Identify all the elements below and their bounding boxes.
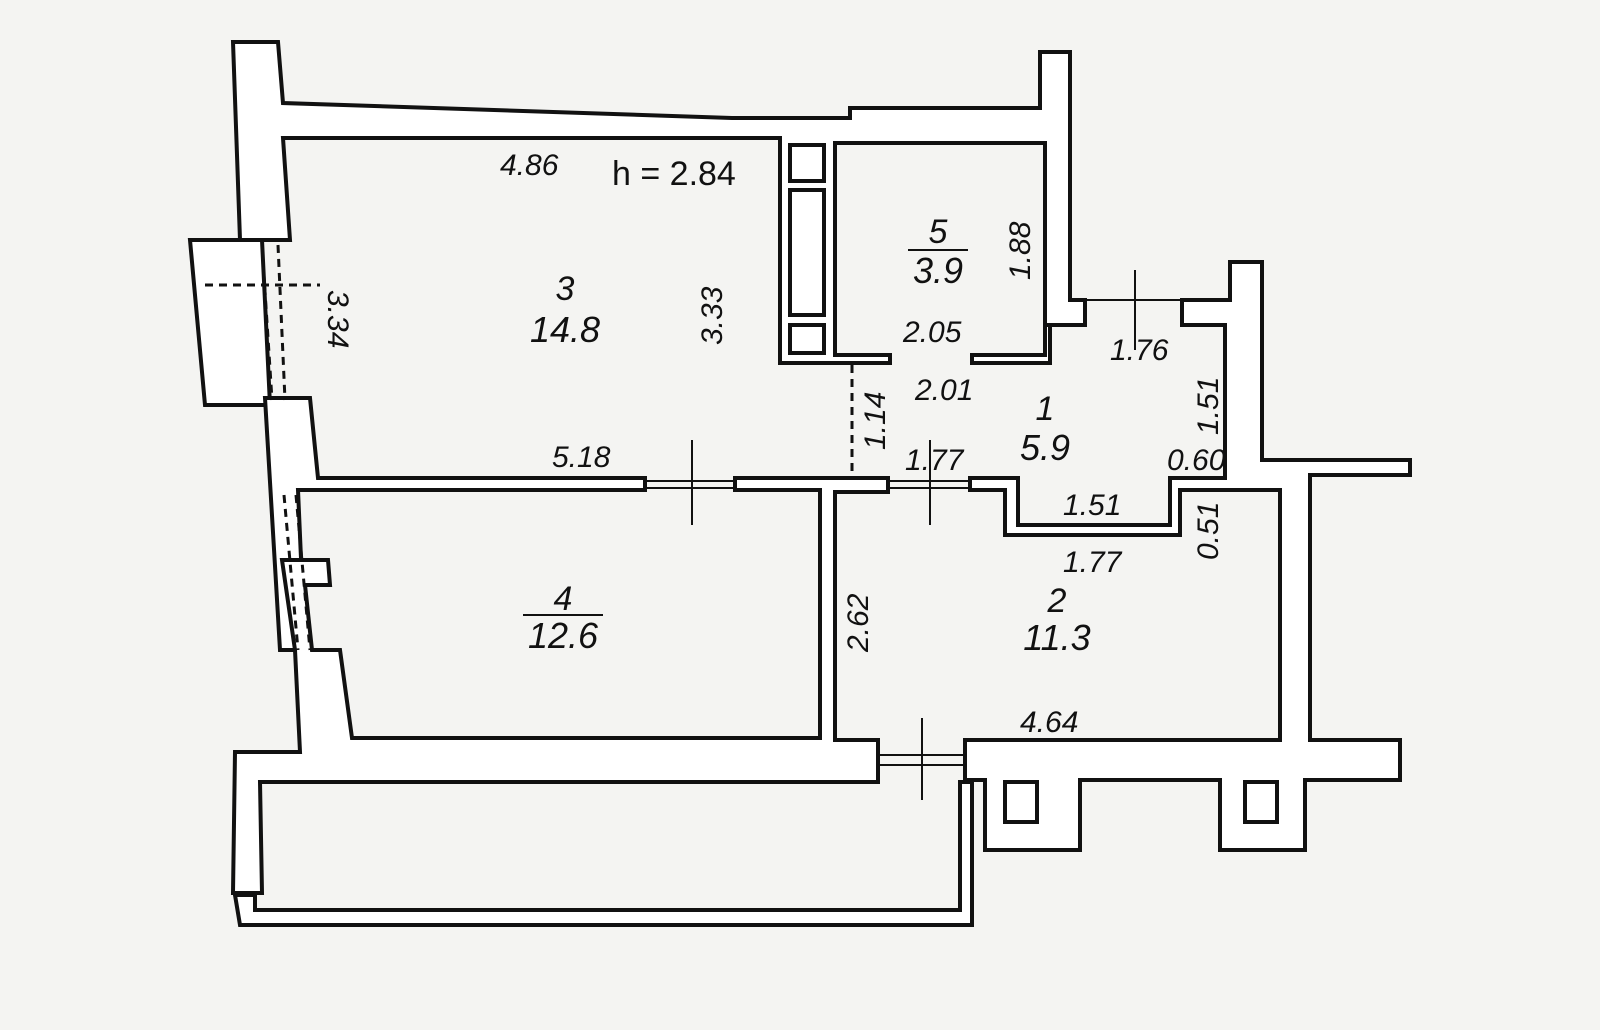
shaft-lower: [788, 323, 826, 355]
dim-hall-top: 2.01: [914, 374, 973, 407]
balcony: [232, 780, 974, 927]
dim-room5-width: 2.05: [902, 316, 962, 349]
dim-room1-step: 0.60: [1167, 444, 1226, 477]
room5-box-walls: [970, 323, 1052, 365]
dim-hall-side: 1.14: [859, 392, 892, 450]
room-5-number: 5: [929, 213, 948, 251]
dim-niche-outer: 1.77: [1063, 546, 1123, 579]
dim-room1-right: 1.51: [1192, 377, 1225, 435]
walls: [187, 40, 1412, 927]
room-2-area: 11.3: [1023, 617, 1090, 658]
dim-room3-width: 4.86: [500, 149, 559, 182]
column-left: [1003, 780, 1039, 824]
column-right: [1243, 780, 1279, 824]
dim-niche-side: 0.51: [1192, 502, 1225, 560]
dim-hall-bottom: 1.77: [905, 444, 965, 477]
room-4-area: 12.6: [528, 615, 599, 656]
left-wall-middle: [262, 396, 647, 652]
openings: [205, 244, 1182, 800]
dim-room1-top: 1.76: [1110, 334, 1169, 367]
room1-walls: [963, 260, 1412, 852]
room-4-number: 4: [554, 580, 573, 618]
room-1-area: 5.9: [1020, 427, 1070, 468]
left-wall-upper: [187, 40, 1087, 407]
shaft-upper: [788, 143, 826, 183]
dim-room4-side: 2.62: [842, 593, 875, 653]
room-1-number: 1: [1036, 390, 1055, 428]
dim-room2-width: 4.64: [1020, 706, 1078, 739]
left-wall-lower: [230, 476, 890, 895]
dim-room5-depth: 1.88: [1004, 221, 1037, 280]
room-2-number: 2: [1047, 582, 1067, 620]
room-3-number: 3: [556, 270, 575, 308]
room-3-area: 14.8: [530, 309, 600, 350]
shaft-middle: [788, 188, 826, 317]
dim-window-left: 3.34: [321, 290, 354, 348]
dim-room3-depth: 3.33: [696, 286, 729, 345]
ceiling-height: h = 2.84: [612, 155, 736, 193]
dim-room1-niche: 1.51: [1063, 489, 1121, 522]
dim-room3-bottom: 5.18: [552, 441, 611, 474]
room-5-area: 3.9: [913, 250, 963, 291]
